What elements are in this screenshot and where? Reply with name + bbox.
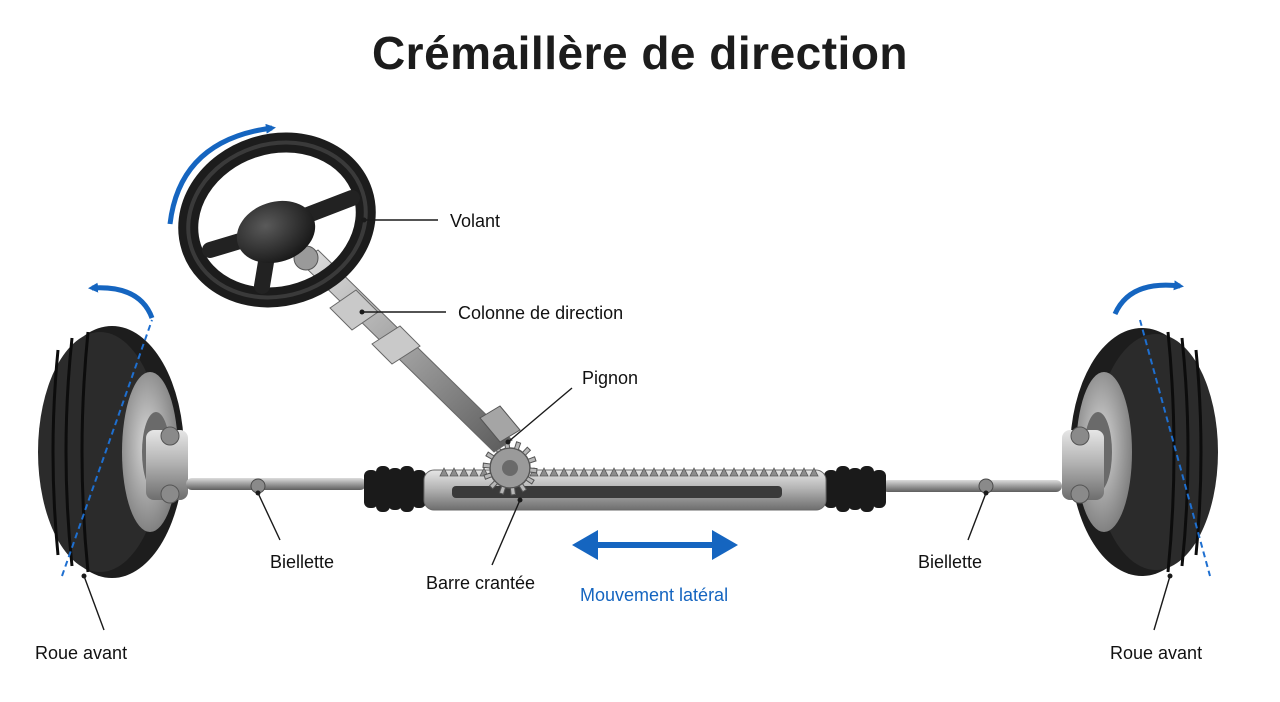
label-biellette-right: Biellette [918, 552, 982, 572]
rack-housing [364, 466, 886, 512]
label-roue-right: Roue avant [1110, 643, 1202, 663]
right-knuckle [1062, 426, 1104, 504]
rotation-arrow-icon [167, 123, 276, 225]
rotation-arrow-icon [1112, 280, 1184, 316]
right-wheel [1070, 319, 1218, 577]
label-volant: Volant [450, 211, 500, 231]
page-title: Crémaillère de direction [371, 27, 909, 79]
left-tie-rod [186, 478, 366, 494]
label-roue-left: Roue avant [35, 643, 127, 663]
label-barre: Barre crantée [426, 573, 535, 593]
left-knuckle [146, 426, 188, 504]
double-arrow-icon [572, 530, 738, 560]
right-tie-rod [882, 478, 1062, 494]
label-mouvement: Mouvement latéral [580, 585, 728, 605]
label-biellette-left: Biellette [270, 552, 334, 572]
steering-wheel [178, 132, 376, 308]
label-colonne: Colonne de direction [458, 303, 623, 323]
leader-lines [81, 217, 1173, 631]
label-pignon: Pignon [582, 368, 638, 388]
rotation-arrow-icon [88, 282, 155, 319]
